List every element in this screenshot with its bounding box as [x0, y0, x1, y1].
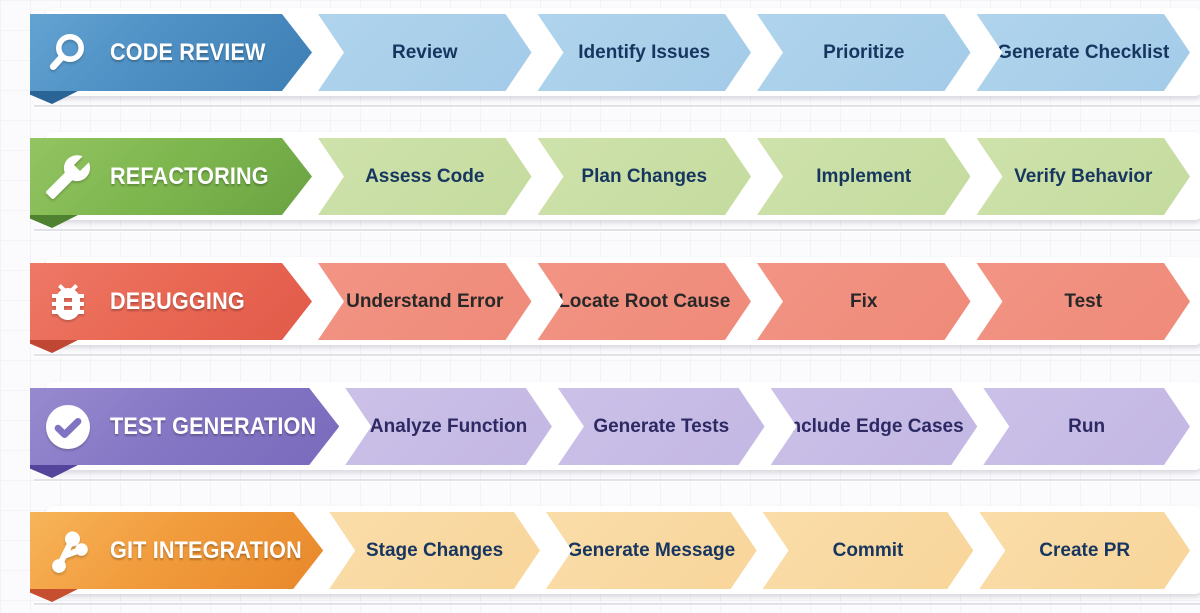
step: Locate Root Cause	[538, 263, 752, 340]
workflow-row-test-generation: TEST GENERATION Analyze Function Generat…	[0, 382, 1200, 512]
section-divider	[34, 479, 1200, 482]
wrench-icon	[42, 151, 94, 203]
step: Prioritize	[757, 14, 971, 91]
step: Implement	[757, 138, 971, 215]
row-title: DEBUGGING	[110, 287, 245, 315]
row-title: TEST GENERATION	[110, 412, 317, 440]
ribbon-fold	[30, 589, 78, 602]
step: Create PR	[979, 512, 1190, 589]
step: Verify Behavior	[977, 138, 1191, 215]
workflow-row-code-review: CODE REVIEW Review Identify Issues Prior…	[0, 8, 1200, 138]
step: Identify Issues	[538, 14, 752, 91]
bug-icon	[42, 276, 94, 328]
step: Include Edge Cases	[771, 388, 978, 465]
step: Assess Code	[318, 138, 532, 215]
git-branch-icon	[42, 525, 94, 577]
row-header-refactoring: REFACTORING	[30, 138, 312, 215]
step: Analyze Function	[345, 388, 552, 465]
row-header-debugging: DEBUGGING	[30, 263, 312, 340]
step: Generate Message	[546, 512, 757, 589]
step: Review	[318, 14, 532, 91]
ribbon-fold	[30, 215, 78, 228]
step: Run	[983, 388, 1190, 465]
step: Commit	[763, 512, 974, 589]
step: Generate Tests	[558, 388, 765, 465]
ribbon-fold	[30, 465, 78, 478]
step: Fix	[757, 263, 971, 340]
section-divider	[34, 105, 1200, 108]
ribbon-fold	[30, 91, 78, 104]
workflow-row-refactoring: REFACTORING Assess Code Plan Changes Imp…	[0, 132, 1200, 262]
step: Understand Error	[318, 263, 532, 340]
section-divider	[34, 603, 1200, 606]
row-header-git-integration: GIT INTEGRATION	[30, 512, 323, 589]
workflow-row-git-integration: GIT INTEGRATION Stage Changes Generate M…	[0, 506, 1200, 613]
row-header-code-review: CODE REVIEW	[30, 14, 312, 91]
section-divider	[34, 229, 1200, 232]
row-header-test-generation: TEST GENERATION	[30, 388, 339, 465]
step: Test	[977, 263, 1191, 340]
row-title: GIT INTEGRATION	[110, 536, 302, 564]
row-title: REFACTORING	[110, 162, 269, 190]
ribbon-fold	[30, 340, 78, 353]
workflow-row-debugging: DEBUGGING Understand Error Locate Root C…	[0, 257, 1200, 387]
magnifier-icon	[42, 27, 94, 79]
step: Plan Changes	[538, 138, 752, 215]
check-circle-icon	[42, 401, 94, 453]
row-title: CODE REVIEW	[110, 38, 266, 66]
step: Generate Checklist	[977, 14, 1191, 91]
step: Stage Changes	[329, 512, 540, 589]
section-divider	[34, 354, 1200, 357]
